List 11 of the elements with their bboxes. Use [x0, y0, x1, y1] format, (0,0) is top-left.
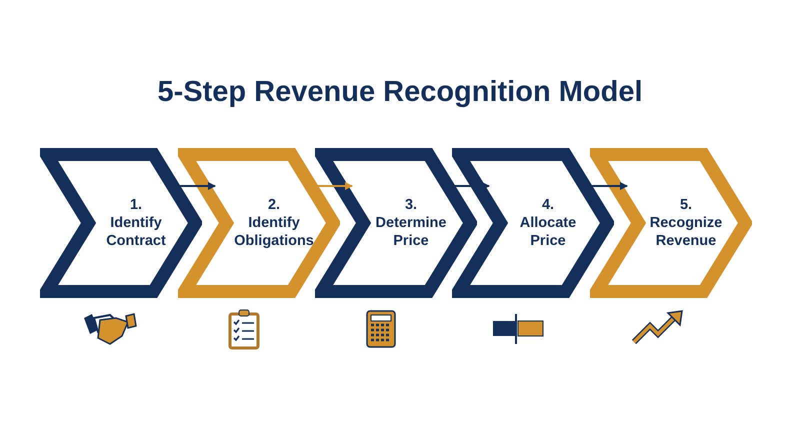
title: 5-Step Revenue Recognition Model: [156, 76, 644, 109]
step-label: 1.: [130, 196, 142, 214]
step-label: Identify Contract: [105, 214, 167, 250]
step-label: 3.: [404, 196, 418, 214]
step-label: 5.: [680, 196, 692, 214]
step-label: 2.: [268, 196, 280, 214]
step-label: 4.: [542, 196, 554, 214]
step-label: Determine Price: [374, 214, 448, 250]
step-label: Recognize Revenue: [648, 214, 724, 250]
step-label: Allocate Price: [518, 214, 578, 250]
step-label: Identify Obligations: [233, 214, 315, 250]
